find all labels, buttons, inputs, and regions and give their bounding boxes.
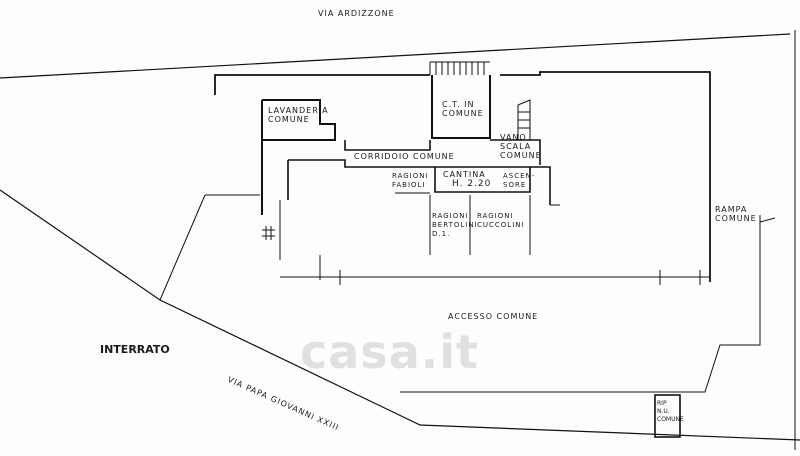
boiler-label: C.T. IN COMUNE xyxy=(442,100,484,118)
level-label: INTERRATO xyxy=(100,343,170,356)
waste-label: RIP N.U. COMUNE xyxy=(657,400,684,424)
street-label-top: VIA ARDIZZONE xyxy=(318,9,395,18)
corridor-label: CORRIDOIO COMUNE xyxy=(354,152,455,161)
stairwell-line-2: SCALA xyxy=(500,142,532,151)
building-outer-wall xyxy=(214,71,711,282)
fabioli-line-1: RAGIONI xyxy=(392,172,429,180)
parking-line xyxy=(280,255,710,285)
ramp-line-2: COMUNE xyxy=(715,214,757,223)
ramp-outline xyxy=(159,30,796,450)
cellar-label: CANTINA xyxy=(443,170,486,179)
cuccolini-label: RAGIONI CUCCOLINI xyxy=(477,212,525,230)
corridor-walls xyxy=(287,139,551,205)
cuccolini-line-1: RAGIONI xyxy=(477,212,514,220)
laundry-line-2: COMUNE xyxy=(268,115,310,124)
fabioli-line-2: FABIOLI xyxy=(392,181,426,189)
fabioli-label: RAGIONI FABIOLI xyxy=(392,172,429,190)
dimension-marks xyxy=(262,226,275,240)
lift-line-1: ASCEN- xyxy=(503,172,536,180)
stairs xyxy=(429,61,531,140)
waste-line-1: RIP xyxy=(657,400,667,407)
access-label: ACCESSO COMUNE xyxy=(448,312,539,321)
ramp-line-1: RAMPA xyxy=(715,205,748,214)
stairwell-line-1: VANO xyxy=(500,133,527,142)
boiler-line-2: COMUNE xyxy=(442,109,484,118)
boiler-walls xyxy=(431,75,491,139)
ramp-label: RAMPA COMUNE xyxy=(715,205,757,223)
waste-room xyxy=(654,394,681,438)
laundry-walls xyxy=(261,99,336,215)
stairwell-label: VANO SCALA COMUNE xyxy=(500,133,542,160)
waste-line-3: COMUNE xyxy=(657,416,684,423)
lift-line-2: SORE xyxy=(503,181,527,189)
laundry-label: LAVANDERIA COMUNE xyxy=(268,106,329,124)
lot-boundary-top xyxy=(0,33,791,79)
cellar-partitions xyxy=(279,192,560,260)
waste-line-2: N.U. xyxy=(657,408,670,415)
bertolini-line-1: RAGIONI xyxy=(432,212,469,220)
bertolini-label: RAGIONI BERTOLINI D.1. xyxy=(432,212,478,239)
lot-boundary-left xyxy=(0,189,800,441)
bertolini-line-3: D.1. xyxy=(432,230,451,238)
stairwell-line-3: COMUNE xyxy=(500,151,542,160)
cuccolini-line-2: CUCCOLINI xyxy=(477,221,525,229)
laundry-line-1: LAVANDERIA xyxy=(268,106,329,115)
boiler-line-1: C.T. IN xyxy=(442,100,475,109)
watermark: casa.it xyxy=(300,325,479,379)
bertolini-line-2: BERTOLINI xyxy=(432,221,478,229)
lift-label: ASCEN- SORE xyxy=(503,172,535,190)
cellar-height: H. 2.20 xyxy=(452,179,492,189)
